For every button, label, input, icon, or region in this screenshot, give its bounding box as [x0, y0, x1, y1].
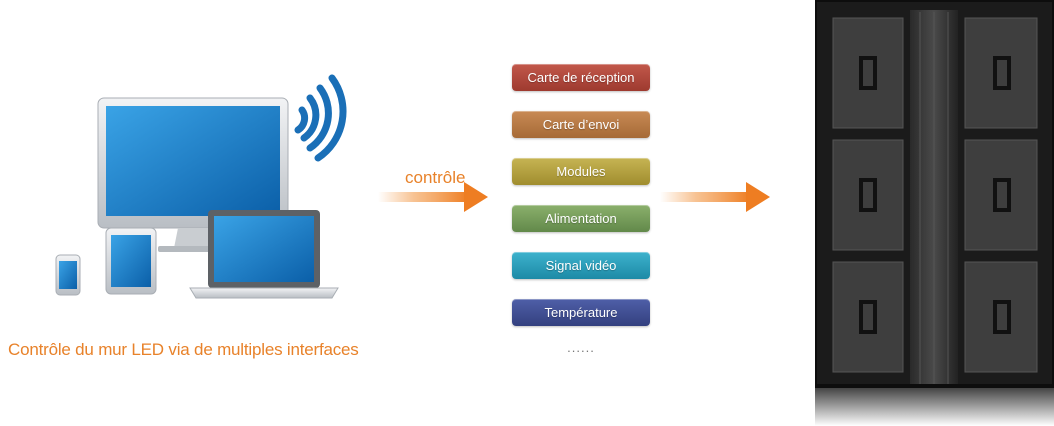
arrow-label: contrôle — [405, 168, 466, 187]
component-item: Modules — [512, 158, 650, 185]
component-item: Carte de réception — [512, 64, 650, 91]
caption: Contrôle du mur LED via de multiples int… — [8, 340, 359, 359]
devices-illustration — [55, 74, 347, 299]
component-item: Carte d’envoi — [512, 111, 650, 138]
monitor-icon — [97, 97, 289, 252]
led-cabinet-image — [815, 0, 1054, 426]
laptop-icon — [189, 210, 339, 299]
tablet-icon — [105, 227, 157, 295]
right-arrow-icon — [660, 182, 770, 212]
phone-icon — [55, 254, 81, 296]
component-item: Signal vidéo — [512, 252, 650, 279]
ellipsis: ...... — [567, 340, 595, 355]
component-item: Température — [512, 299, 650, 326]
wifi-signal-icon — [294, 74, 347, 162]
right-arrow-icon — [378, 182, 488, 212]
component-item: Alimentation — [512, 205, 650, 232]
